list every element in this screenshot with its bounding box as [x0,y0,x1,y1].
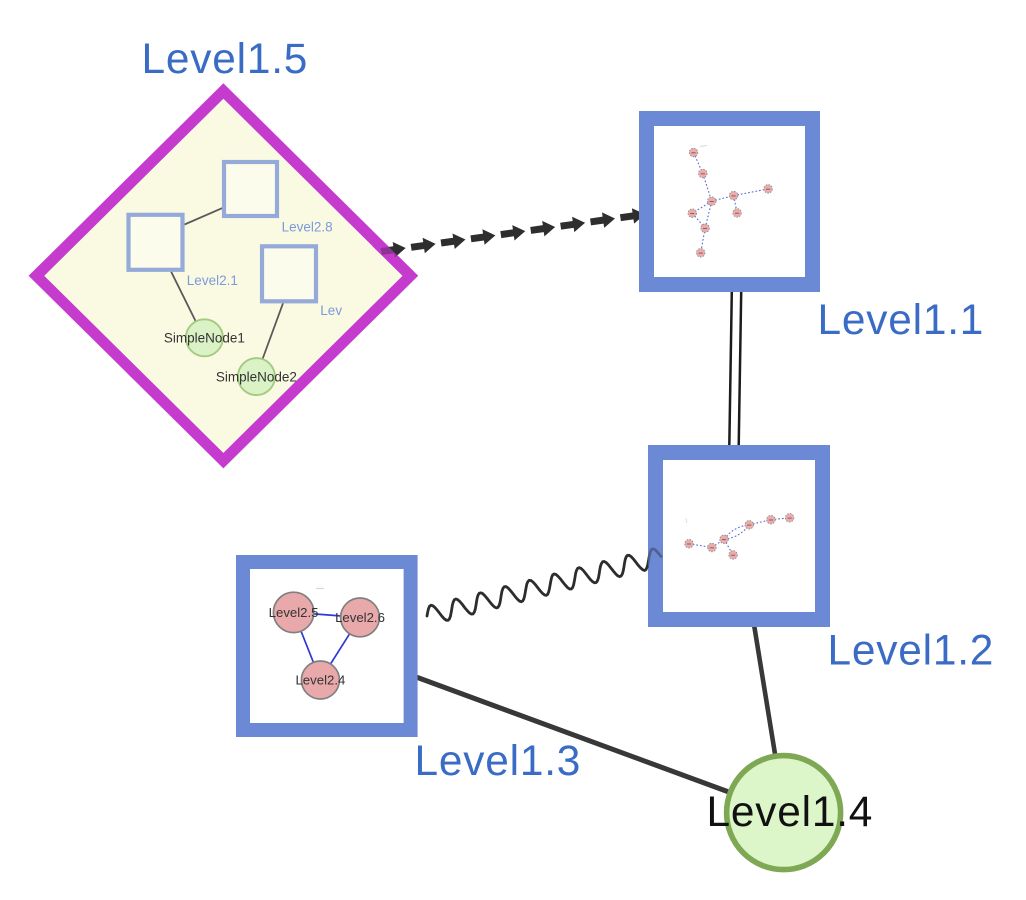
svg-text:Level2.6: Level2.6 [335,610,385,625]
svg-text:Level1.5: Level1.5 [142,35,309,82]
svg-text:Level2.5: Level2.5 [269,605,319,620]
svg-text:Level2.8: Level2.8 [282,220,333,235]
svg-text:Level1.4: Level1.4 [707,788,874,835]
svg-text:Level2.1: Level2.1 [187,273,238,288]
svg-text:SimpleNode2: SimpleNode2 [216,369,297,384]
svg-text:Lev: Lev [320,303,342,318]
svg-text:Level1.3: Level1.3 [415,737,582,784]
svg-text:Level1.1: Level1.1 [818,296,985,343]
svg-text:SimpleNode1: SimpleNode1 [164,331,245,346]
svg-text:Level1.2: Level1.2 [828,627,995,674]
svg-text:Level2.4: Level2.4 [295,673,345,688]
